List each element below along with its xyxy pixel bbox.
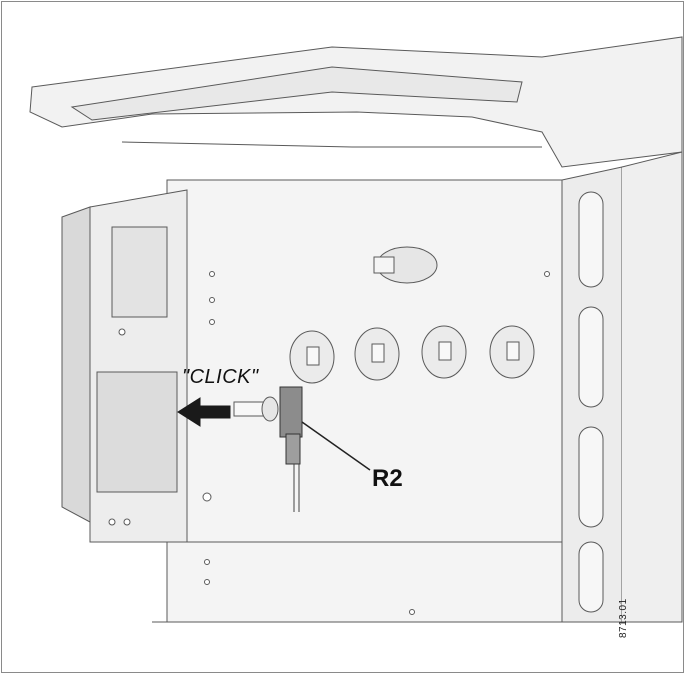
figure-code: 8713.01 [618, 598, 629, 638]
top-lid [29, 36, 683, 168]
r2-leader-line [301, 421, 371, 471]
r2-label: R2 [372, 465, 403, 492]
click-label: "CLICK" [182, 366, 259, 388]
sensor-r2 [279, 386, 303, 512]
sensor-sockets [289, 325, 535, 384]
main-panel [166, 179, 563, 623]
click-arrow [177, 397, 231, 427]
lid-rail [70, 66, 523, 121]
